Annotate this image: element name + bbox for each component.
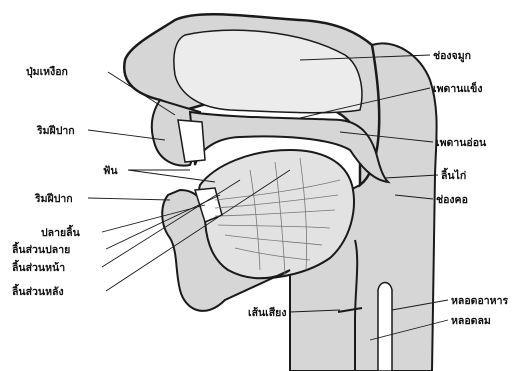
label-tongue-front: ลิ้นส่วนหน้า <box>11 259 65 274</box>
label-lower-lip: ริมฝีปาก <box>34 192 73 205</box>
label-pharynx: ช่องคอ <box>436 194 468 206</box>
label-nasal-cavity: ช่องจมูก <box>433 50 471 63</box>
label-teeth: ฟัน <box>103 165 118 177</box>
label-vocal-cords: เส้นเสียง <box>248 306 286 319</box>
label-tongue-blade: ลิ้นส่วนปลาย <box>11 241 70 256</box>
label-hard-palate: เพดานแข็ง <box>433 81 482 95</box>
esophagus-shape <box>378 283 392 371</box>
label-soft-palate: เพดานอ่อน <box>436 137 487 149</box>
label-upper-lip: ริมฝีปาก <box>36 124 75 137</box>
label-tongue-tip: ปลายลิ้น <box>41 224 81 239</box>
label-esophagus: หลอดอาหาร <box>451 295 509 307</box>
label-trachea: หลอดลม <box>451 315 491 327</box>
label-uvula: ลิ้นไก่ <box>440 167 466 182</box>
label-gum: ปุ่มเหงือก <box>26 65 68 79</box>
label-tongue-back: ลิ้นส่วนหลัง <box>11 283 63 298</box>
